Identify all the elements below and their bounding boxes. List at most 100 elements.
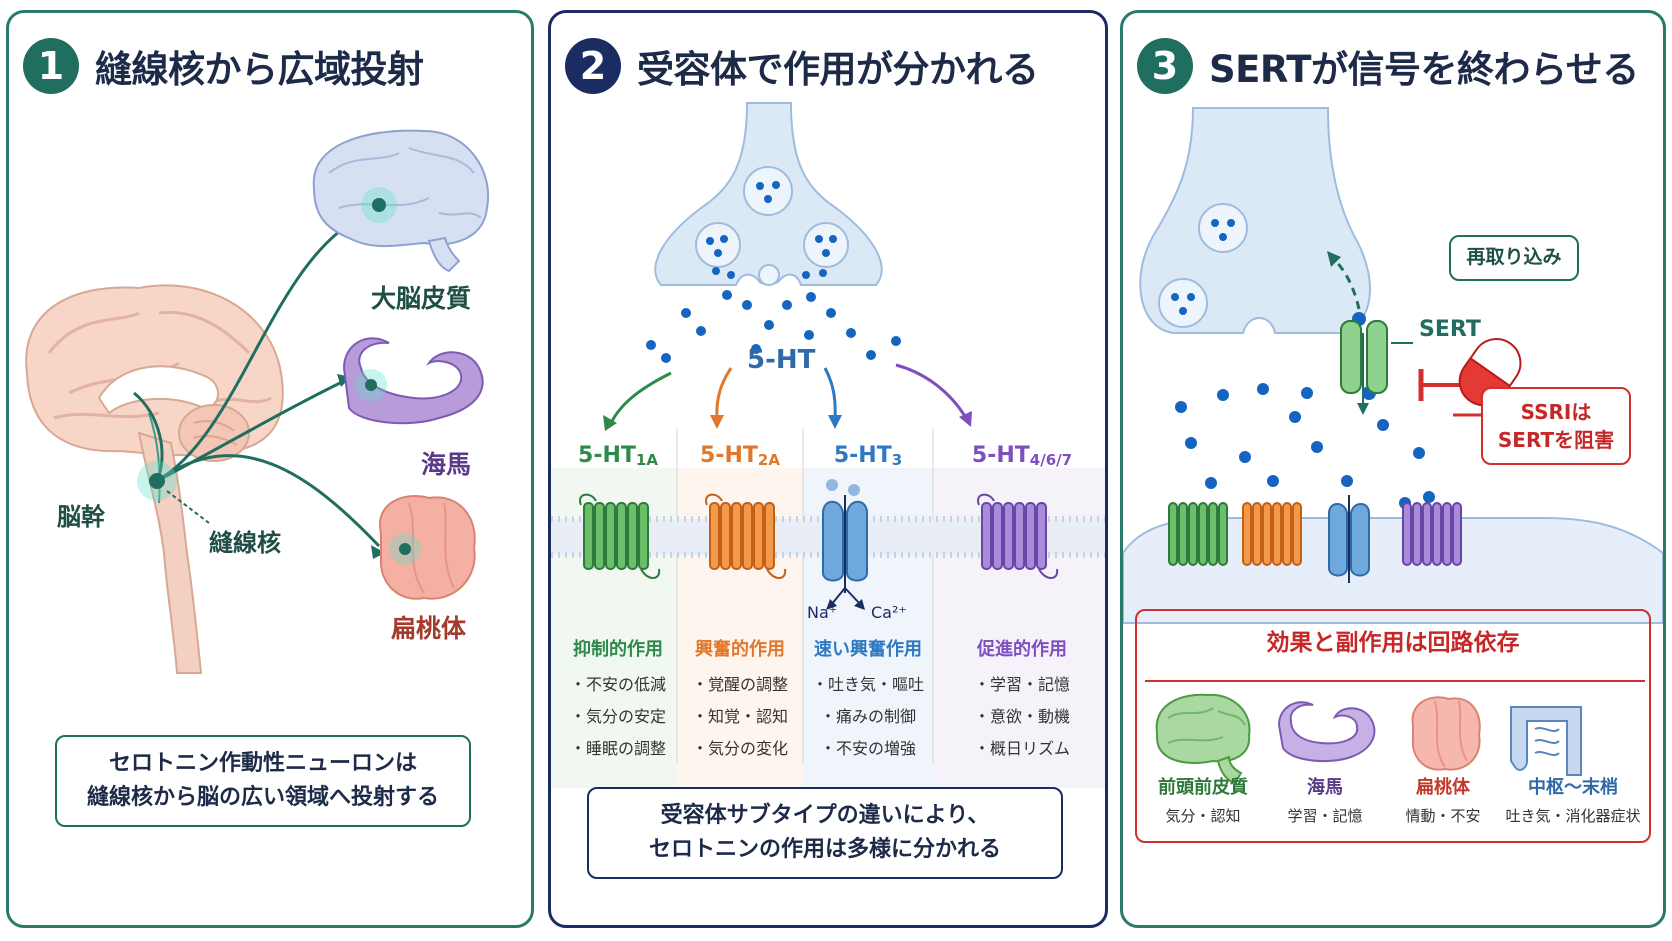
gut-icon [1510, 706, 1582, 776]
effect-title: 速い興奮作用 [814, 639, 922, 660]
raphe-projection-diagram [25, 129, 490, 674]
effects-box-title: 効果と副作用は回路依存 [1266, 630, 1520, 656]
panel-receptor-subtypes: 2 受容体で作用が分かれる [548, 10, 1108, 928]
amygdala-icon [1411, 696, 1481, 771]
effect-item: ・不安の増強 [819, 739, 916, 758]
vesicle [1158, 278, 1208, 328]
effect-item: ・睡眠の調整 [569, 739, 666, 758]
reuptake-label-text: 再取り込み [1466, 246, 1562, 269]
panel-sert-reuptake: 3 SERTが信号を終わらせる [1120, 10, 1666, 928]
effect-item: ・概日リズム [973, 739, 1070, 758]
sert-label: SERT [1419, 317, 1481, 342]
effect-prefrontal-cortex: 前頭前皮質 気分・認知 [1145, 773, 1261, 826]
panel-raphe-projection: 1 縫線核から広域投射 [6, 10, 534, 928]
effect-region-desc: 吐き気・消化器症状 [1505, 807, 1641, 825]
receptor-title-5ht3: 5-HT3 [803, 443, 933, 469]
effect-region-name: 海馬 [1307, 777, 1343, 798]
summary-note-line: 受容体サブタイプの違いにより、 [660, 802, 990, 828]
effect-item: ・吐き気・嘔吐 [811, 675, 924, 694]
effect-item: ・気分の安定 [569, 707, 666, 726]
vesicle [743, 166, 793, 216]
receptor-5ht2a-icon [1242, 502, 1302, 566]
effect-region-name: 前頭前皮質 [1158, 777, 1248, 798]
effect-title: 抑制的作用 [573, 639, 663, 660]
panel-header: 3 SERTが信号を終わらせる [1137, 31, 1653, 101]
hippocampus-label: 海馬 [421, 450, 472, 479]
sert-reuptake-diagram [1123, 107, 1663, 785]
panel-header: 1 縫線核から広域投射 [23, 31, 521, 101]
sert-transporter-icon [1340, 320, 1388, 394]
step-number: 1 [23, 38, 79, 94]
effect-title: 興奮的作用 [695, 639, 785, 660]
serotonin-molecules [1171, 219, 1435, 509]
vesicle [695, 222, 741, 268]
receptor-5ht1a-icon [579, 493, 661, 579]
receptor-5ht2a-icon [705, 493, 787, 579]
effect-item: ・不安の低減 [569, 675, 666, 694]
receptor-5ht4-6-7-icon [1402, 502, 1462, 566]
prefrontal-cortex-icon [1155, 693, 1251, 785]
effect-region-name: 中枢〜末梢 [1528, 777, 1618, 798]
receptor-effects-5ht4-6-7: 促進的作用 ・学習・記憶 ・意欲・動機 ・概日リズム [933, 635, 1105, 765]
effect-region-desc: 気分・認知 [1165, 807, 1241, 825]
receptor-name: 5-HT [578, 443, 636, 468]
effect-hippocampus: 海馬 学習・記憶 [1267, 773, 1383, 826]
receptor-effects-5ht1a: 抑制的作用 ・不安の低減 ・気分の安定 ・睡眠の調整 [555, 635, 681, 765]
calcium-ion-label: Ca²⁺ [871, 603, 907, 622]
effect-region-desc: 情動・不安 [1405, 807, 1481, 825]
receptor-subtype: 2A [757, 451, 780, 469]
receptor-5ht4-6-7-icon [977, 493, 1059, 579]
vesicle [1198, 203, 1248, 253]
effect-item: ・知覚・認知 [691, 707, 788, 726]
panel-title: 受容体で作用が分かれる [637, 48, 1039, 91]
receptor-5ht1a-icon [1168, 502, 1228, 566]
panel-header: 2 受容体で作用が分かれる [565, 31, 1095, 101]
synapse-receptor-diagram [551, 102, 1105, 788]
amygdala-label: 扁桃体 [391, 614, 467, 643]
summary-note-line: 縫線核から脳の広い領域へ投射する [86, 785, 439, 810]
receptor-effects-5ht3: 速い興奮作用 ・吐き気・嘔吐 ・痛みの制御 ・不安の増強 [803, 635, 933, 765]
effect-item: ・学習・記憶 [973, 675, 1070, 694]
cortex-label: 大脳皮質 [371, 284, 472, 313]
ssri-note-line: SSRIは [1520, 400, 1592, 424]
effect-central-peripheral: 中枢〜末梢 吐き気・消化器症状 [1493, 773, 1653, 826]
summary-note: セロトニン作動性ニューロンは 縫線核から脳の広い領域へ投射する [55, 735, 471, 827]
transmitter-label: 5-HT [747, 345, 816, 375]
effect-item: ・覚醒の調整 [691, 675, 788, 694]
reuptake-label: 再取り込み [1449, 235, 1579, 281]
presynaptic-terminal [1139, 107, 1371, 334]
cortex-illustration [312, 129, 490, 273]
receptor-title-5ht1a: 5-HT1A [555, 443, 681, 469]
raphe-nucleus-dot [149, 473, 165, 489]
receptor-name: 5-HT [700, 443, 758, 468]
receptor-subtype: 3 [891, 451, 903, 469]
circuit-dependent-effects-box [1135, 609, 1651, 843]
effect-amygdala: 扁桃体 情動・不安 [1385, 773, 1501, 826]
receptor-name: 5-HT [833, 443, 892, 468]
receptor-title-5ht2a: 5-HT2A [677, 443, 803, 469]
panel-title: 縫線核から広域投射 [95, 48, 424, 91]
effect-item: ・痛みの制御 [819, 707, 916, 726]
panel-title: SERTが信号を終わらせる [1209, 48, 1639, 91]
amygdala-illustration [378, 495, 476, 600]
projection-paths [133, 219, 381, 548]
brainstem-label: 脳幹 [57, 503, 105, 531]
effect-region-name: 扁桃体 [1416, 777, 1470, 798]
receptor-5ht3-channel-icon [822, 495, 868, 610]
effect-region-desc: 学習・記憶 [1287, 807, 1363, 825]
receptor-subtype: 1A [635, 451, 658, 469]
vesicle [758, 264, 780, 286]
ssri-note-line: SERTを阻害 [1497, 428, 1615, 452]
step-number: 2 [565, 38, 621, 94]
effect-title: 促進的作用 [977, 639, 1067, 660]
ssri-inhibits-sert-note: SSRIは SERTを阻害 [1481, 387, 1631, 465]
effect-item: ・気分の変化 [691, 739, 788, 758]
effect-item: ・意欲・動機 [973, 707, 1070, 726]
receptor-effects-5ht2a: 興奮的作用 ・覚醒の調整 ・知覚・認知 ・気分の変化 [677, 635, 803, 765]
hippocampus-illustration [342, 337, 484, 425]
step-number: 3 [1137, 38, 1193, 94]
receptor-subtype: 4/6/7 [1029, 451, 1073, 469]
receptor-title-5ht4-6-7: 5-HT4/6/7 [933, 443, 1105, 469]
summary-note-line: セロトニン作動性ニューロンは [108, 750, 417, 776]
sodium-ion-label: Na⁺ [807, 603, 838, 622]
